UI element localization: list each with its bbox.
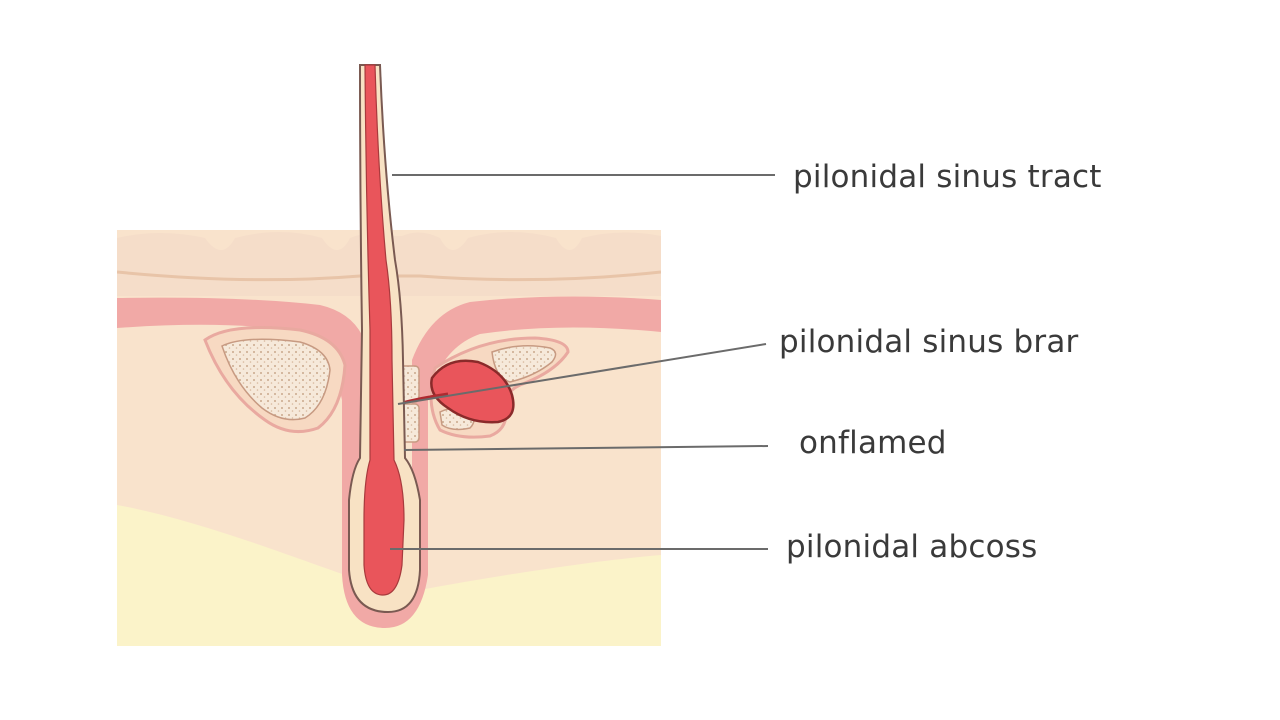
labels: pilonidal sinus tract pilonidal sinus br… xyxy=(779,159,1102,565)
leader-line-branch xyxy=(397,343,767,405)
label-sinus-branch: pilonidal sinus brar xyxy=(779,324,1079,360)
label-sinus-tract: pilonidal sinus tract xyxy=(793,159,1102,195)
leader-line-inflamed xyxy=(403,445,769,451)
sinus-tract xyxy=(348,64,421,614)
tract-core xyxy=(363,64,405,596)
label-inflamed: onflamed xyxy=(799,425,947,461)
leader-lines xyxy=(390,174,775,550)
label-abscess: pilonidal abcoss xyxy=(786,529,1037,565)
fat-layer xyxy=(117,505,661,646)
left-gland-tissue xyxy=(221,338,331,421)
